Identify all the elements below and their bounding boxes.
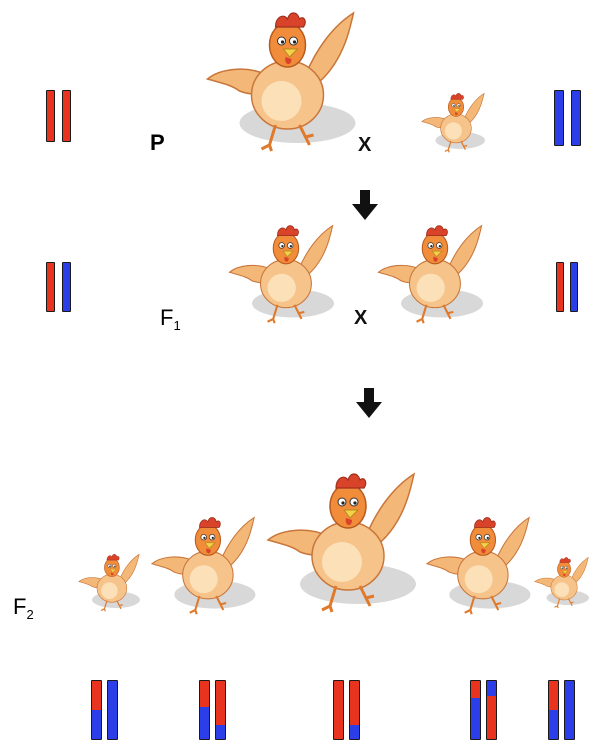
label-p: P	[150, 130, 165, 155]
chromosome-segment-blue	[200, 707, 209, 739]
down-arrow-icon	[356, 388, 382, 418]
chromosome-f2-1-a	[91, 680, 102, 740]
chromosome-f2-1-b	[107, 680, 118, 740]
chromosome-segment-red	[487, 695, 496, 739]
chromosome-segment-blue	[487, 681, 496, 696]
chromosome-segment-red	[47, 263, 54, 311]
hen-icon-parent-large	[203, 5, 358, 155]
hen-icon-f2-5	[534, 550, 589, 614]
down-arrow-icon	[352, 190, 378, 220]
chromosome-f2-5-a	[548, 680, 559, 740]
chromosome-p-right-2	[571, 90, 581, 146]
cross-sign-p: X	[358, 134, 372, 156]
chromosome-f2-4-a	[470, 680, 481, 740]
chromosome-segment-blue	[92, 710, 101, 739]
chromosome-p-right-1	[554, 90, 564, 146]
chromosome-f1-left-2	[62, 262, 71, 312]
chromosome-f2-3-a	[333, 680, 344, 740]
chromosome-f2-2-b	[215, 680, 226, 740]
chromosome-f2-4-b	[486, 680, 497, 740]
chromosome-f1-right-1	[556, 262, 564, 312]
chromosome-segment-blue	[471, 698, 480, 739]
hen-icon-f2-1	[78, 550, 140, 614]
chromosome-f2-2-a	[199, 680, 210, 740]
chromosome-segment-red	[216, 681, 225, 725]
chromosome-segment-red	[92, 681, 101, 710]
chromosome-segment-blue	[549, 710, 558, 739]
label-f2: F2	[13, 594, 34, 622]
cross-sign-f1: X	[354, 307, 368, 329]
chromosome-segment-red	[549, 681, 558, 710]
chromosome-segment-blue	[63, 263, 70, 311]
chromosome-segment-blue	[350, 724, 359, 739]
hen-icon-f1-left	[225, 220, 337, 326]
chromosome-segment-red	[471, 681, 480, 699]
chromosome-f2-3-b	[349, 680, 360, 740]
chromosome-segment-red	[200, 681, 209, 708]
chromosome-f2-5-b	[564, 680, 575, 740]
chromosome-segment-red	[557, 263, 563, 311]
chromosome-segment-blue	[572, 91, 580, 145]
chromosome-p-left-1	[46, 90, 55, 142]
chromosome-p-left-2	[62, 90, 71, 142]
chromosome-segment-red	[350, 681, 359, 725]
chromosome-segment-blue	[108, 681, 117, 739]
chromosome-segment-blue	[565, 681, 574, 739]
chromosome-segment-blue	[571, 263, 577, 311]
hen-icon-f2-3	[260, 466, 422, 616]
chromosome-f1-right-2	[570, 262, 578, 312]
hen-icon-parent-small	[420, 90, 486, 154]
chromosome-segment-blue	[216, 724, 225, 739]
chromosome-segment-blue	[555, 91, 563, 145]
hen-icon-f1-right	[374, 220, 486, 326]
hen-icon-f2-2	[147, 512, 259, 617]
chromosome-segment-red	[334, 681, 343, 739]
chromosome-f1-left-1	[46, 262, 55, 312]
chromosome-segment-red	[63, 91, 70, 141]
hen-icon-f2-4	[422, 512, 534, 617]
chromosome-segment-red	[47, 91, 54, 141]
label-f1: F1	[160, 305, 181, 333]
